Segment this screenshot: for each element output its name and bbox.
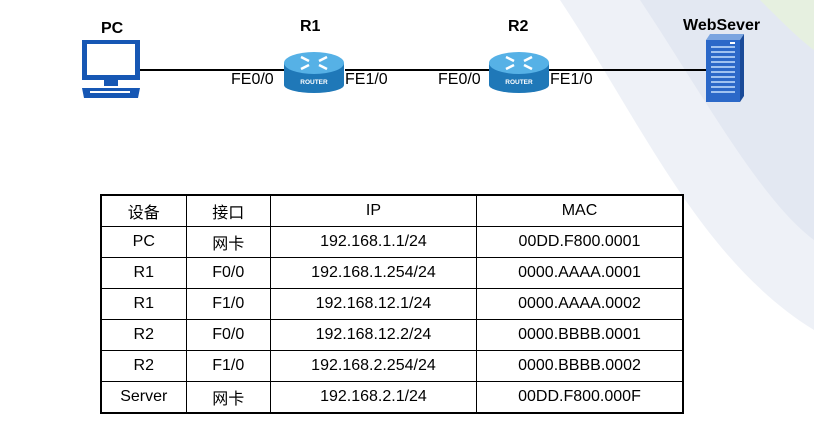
r2-port-right: FE1/0 — [550, 71, 593, 88]
cell-device: Server — [100, 381, 187, 414]
cell-mac: 0000.BBBB.0001 — [475, 319, 684, 351]
address-table: 设备 接口 IP MAC PC 网卡 192.168.1.1/24 00DD.F… — [100, 194, 684, 414]
cell-device: R2 — [100, 319, 187, 351]
header-mac: MAC — [475, 194, 684, 227]
server-icon — [706, 34, 744, 102]
cell-mac: 0000.AAAA.0002 — [475, 288, 684, 320]
cell-ip: 192.168.1.1/24 — [269, 226, 477, 258]
table-row: Server 网卡 192.168.2.1/24 00DD.F800.000F — [100, 381, 684, 414]
cell-mac: 00DD.F800.0001 — [475, 226, 684, 258]
table-row: R2 F0/0 192.168.12.2/24 0000.BBBB.0001 — [100, 319, 684, 351]
table-row: PC 网卡 192.168.1.1/24 00DD.F800.0001 — [100, 226, 684, 258]
r2-port-left: FE0/0 — [438, 71, 481, 88]
r1-label: R1 — [300, 18, 321, 35]
header-device: 设备 — [100, 194, 187, 227]
cell-device: R1 — [100, 257, 187, 289]
r2-badge: ROUTER — [505, 79, 533, 86]
cell-mac: 00DD.F800.000F — [475, 381, 684, 414]
r1-port-left: FE0/0 — [231, 71, 274, 88]
r2-label: R2 — [508, 18, 529, 35]
cell-interface: F1/0 — [185, 350, 271, 382]
cell-mac: 0000.AAAA.0001 — [475, 257, 684, 289]
r1-port-right: FE1/0 — [345, 71, 388, 88]
header-ip: IP — [269, 194, 477, 227]
cell-interface: F0/0 — [185, 319, 271, 351]
table-row: R2 F1/0 192.168.2.254/24 0000.BBBB.0002 — [100, 350, 684, 382]
cell-interface: F1/0 — [185, 288, 271, 320]
table-row: R1 F1/0 192.168.12.1/24 0000.AAAA.0002 — [100, 288, 684, 320]
server-label: WebSever — [683, 17, 761, 34]
cell-ip: 192.168.12.2/24 — [269, 319, 477, 351]
router-icon: ROUTER — [284, 52, 344, 93]
cell-interface: 网卡 — [185, 381, 271, 414]
table-row: R1 F0/0 192.168.1.254/24 0000.AAAA.0001 — [100, 257, 684, 289]
table-header-row: 设备 接口 IP MAC — [100, 194, 684, 227]
cell-device: R2 — [100, 350, 187, 382]
pc-label: PC — [101, 20, 124, 37]
header-interface: 接口 — [185, 194, 271, 227]
router-icon: ROUTER — [489, 52, 549, 93]
cell-ip: 192.168.2.1/24 — [269, 381, 477, 414]
cell-interface: 网卡 — [185, 226, 271, 258]
r1-badge: ROUTER — [300, 79, 328, 86]
cell-device: R1 — [100, 288, 187, 320]
cell-ip: 192.168.2.254/24 — [269, 350, 477, 382]
cell-interface: F0/0 — [185, 257, 271, 289]
cell-mac: 0000.BBBB.0002 — [475, 350, 684, 382]
cell-ip: 192.168.12.1/24 — [269, 288, 477, 320]
cell-device: PC — [100, 226, 187, 258]
pc-icon — [82, 40, 140, 98]
cell-ip: 192.168.1.254/24 — [269, 257, 477, 289]
